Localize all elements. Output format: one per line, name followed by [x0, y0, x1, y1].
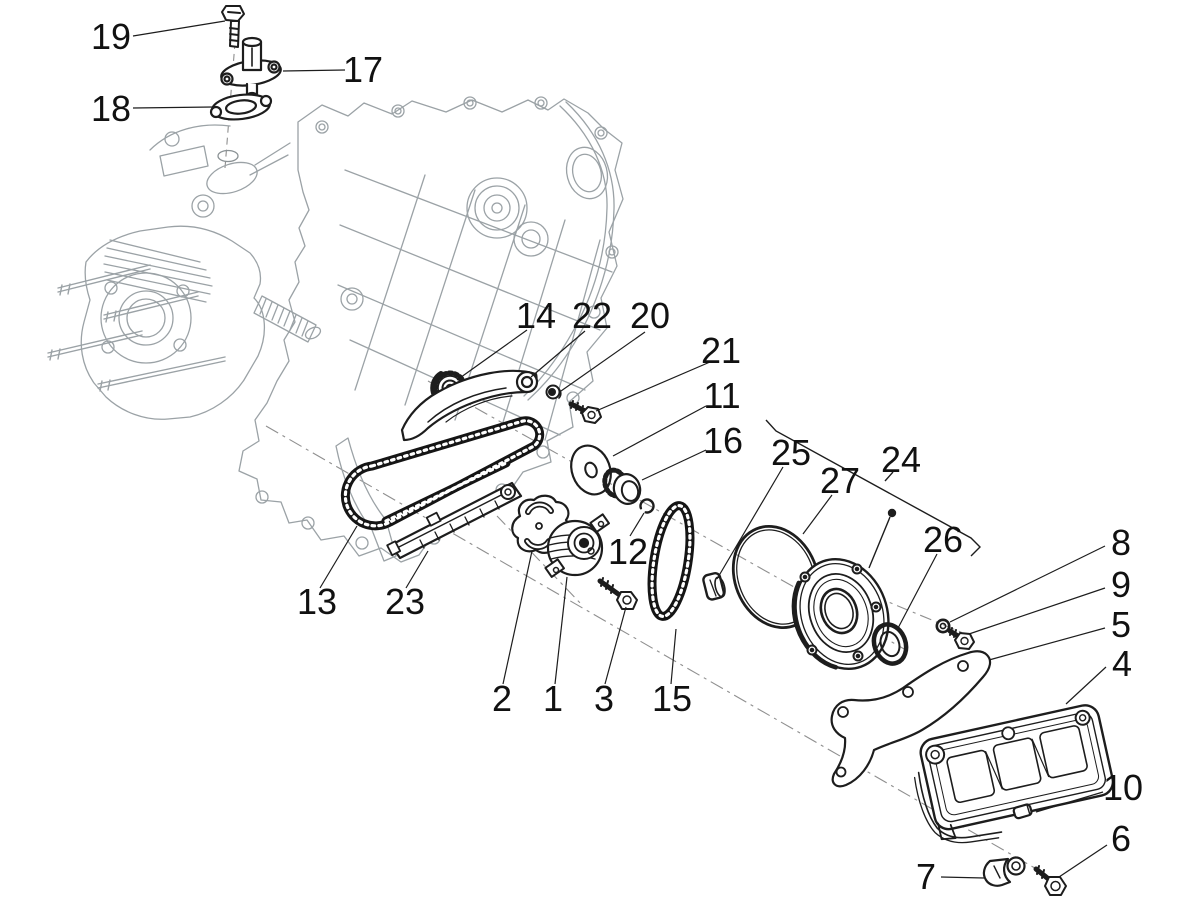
callout-24: 24 — [880, 439, 922, 480]
callout-1: 1 — [542, 678, 564, 719]
bolt-9 — [947, 627, 975, 650]
oil-pump-1 — [544, 513, 610, 578]
washer-11 — [570, 444, 612, 496]
callout-2: 2 — [491, 678, 513, 719]
chain-guide-23 — [386, 481, 523, 560]
tensioner-blade-22 — [400, 369, 539, 442]
callout-27: 27 — [819, 460, 861, 501]
callout-19: 19 — [90, 16, 132, 57]
callout-20: 20 — [629, 295, 671, 336]
callout-18: 18 — [90, 88, 132, 129]
crankshaft-spline — [253, 295, 322, 343]
callout-22: 22 — [571, 295, 613, 336]
callout-8: 8 — [1110, 522, 1132, 563]
cam-chain-tensioner-17 — [220, 36, 282, 101]
callout-23: 23 — [384, 581, 426, 622]
callout-15: 15 — [651, 678, 693, 719]
washer-8 — [935, 618, 951, 634]
tensioner-bolt-19 — [221, 5, 245, 48]
circlip-12 — [639, 498, 655, 514]
bolt-3 — [597, 577, 638, 610]
callout-26: 26 — [922, 519, 964, 560]
sprocket-16 — [602, 467, 642, 505]
bushing-20 — [545, 384, 562, 400]
oil-pump-chain-15 — [647, 501, 695, 621]
cam-chain-13 — [340, 416, 545, 531]
leader-lines — [132, 20, 1108, 879]
tensioner-gasket-18 — [209, 93, 273, 121]
callout-6: 6 — [1110, 818, 1132, 859]
callout-7: 7 — [915, 856, 937, 897]
callout-4: 4 — [1111, 643, 1133, 684]
callout-24-bracket — [765, 419, 981, 569]
callout-25: 25 — [770, 432, 812, 473]
callout-16: 16 — [702, 420, 744, 461]
plug-25 — [702, 572, 726, 601]
oil-strainer-pan-4 — [913, 704, 1115, 844]
callout-10: 10 — [1102, 767, 1144, 808]
callout-17: 17 — [342, 49, 384, 90]
bolt-21 — [568, 400, 602, 424]
callout-13: 13 — [296, 581, 338, 622]
pin-10 — [1012, 803, 1033, 820]
callout-21: 21 — [700, 330, 742, 371]
oil-seal-26 — [871, 622, 909, 666]
bolt-bosses — [255, 96, 619, 550]
callout-5: 5 — [1110, 604, 1132, 645]
callout-11: 11 — [703, 375, 741, 416]
callout-14: 14 — [515, 295, 557, 336]
callout-3: 3 — [593, 678, 615, 719]
callout-9: 9 — [1110, 564, 1132, 605]
pump-cover-24 — [791, 557, 890, 671]
cover-gasket-5 — [830, 650, 992, 788]
callout-12: 12 — [607, 531, 649, 572]
cylinder-studs — [47, 264, 226, 392]
clip-7 — [982, 856, 1026, 887]
bolt-6 — [1033, 865, 1067, 896]
